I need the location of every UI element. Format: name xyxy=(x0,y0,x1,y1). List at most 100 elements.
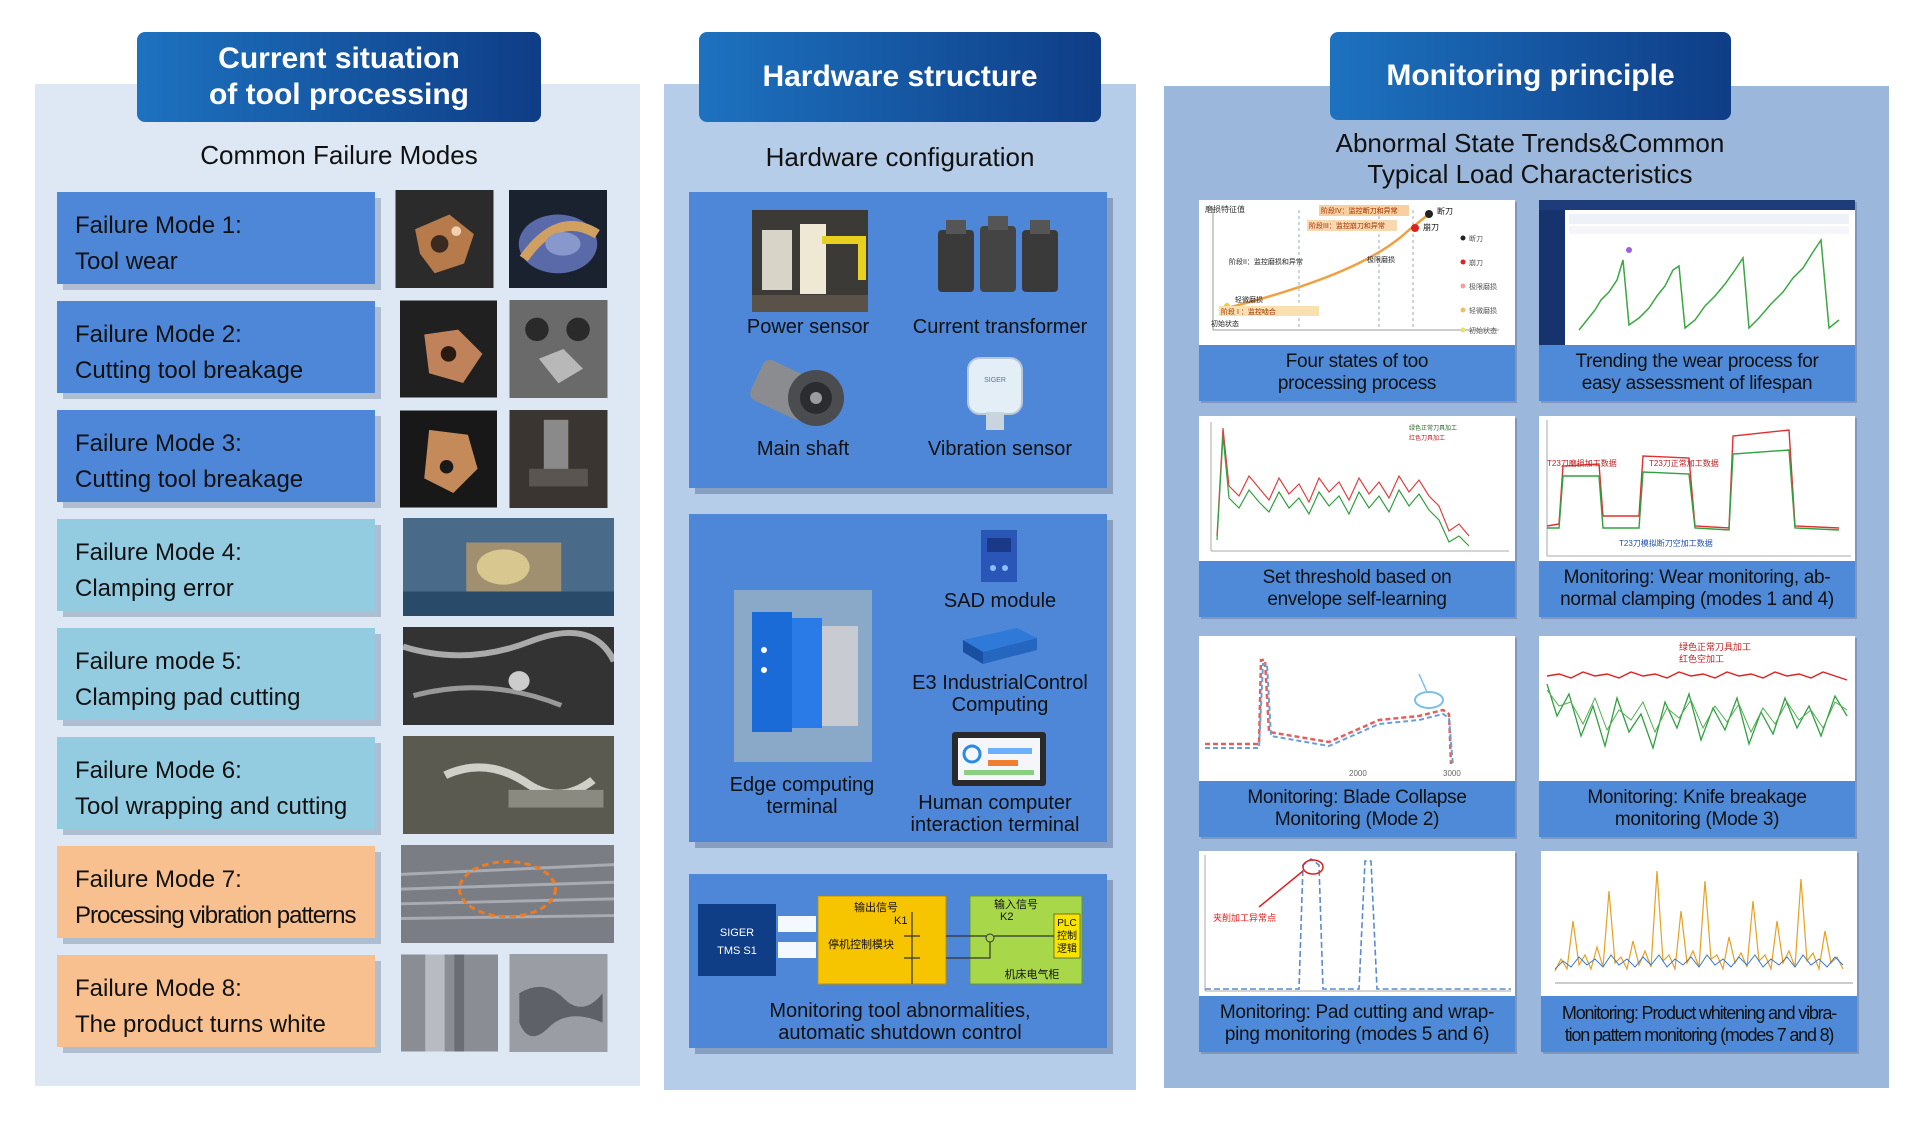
trending-wear-chart xyxy=(1539,200,1855,345)
plc-label-1: PLC xyxy=(1057,918,1076,929)
failure-mode-desc: Cutting tool breakage xyxy=(75,357,304,384)
legend-initial: 初始状态 xyxy=(1469,326,1497,335)
card-knife-breakage: 绿色正常刀具加工 红色空加工 Monitoring: Knife breakag… xyxy=(1539,636,1855,837)
legend-light-wear: 轻微磨损 xyxy=(1469,306,1497,315)
sad-module-label: SAD module xyxy=(943,590,1057,612)
chart1-ylabel: 磨损特征值 xyxy=(1205,204,1245,214)
product-white-photo-2 xyxy=(503,954,614,1052)
legend-limit-wear: 极限磨损 xyxy=(1469,282,1497,291)
power-sensor-image xyxy=(752,210,868,312)
plc-label-3: 逻辑 xyxy=(1057,942,1077,955)
chart5-tick-2000: 2000 xyxy=(1349,769,1367,778)
vibration-sensor-label: Vibration sensor xyxy=(927,438,1073,460)
failure-mode-title: Failure Mode 6: xyxy=(75,757,242,784)
tool-wrapping-photo xyxy=(403,736,614,834)
stage1-label: 阶段 I ：监控啮合 xyxy=(1221,307,1276,316)
blade-collapse-chart: 2000 3000 xyxy=(1199,636,1515,781)
failure-mode-4: Failure Mode 4:Clamping error xyxy=(57,519,375,611)
card-threshold-envelope: 绿色正常刀具加工 红色刀具加工 Set threshold based on e… xyxy=(1199,416,1515,617)
failure-mode-title: Failure Mode 7: xyxy=(75,866,242,893)
card-trending-wear: Trending the wear process for easy asses… xyxy=(1539,200,1855,401)
current-transformer-image xyxy=(932,216,1062,306)
breakage-photo-3 xyxy=(400,410,497,508)
stage2-label: 阶段II：监控磨损和异常 xyxy=(1229,257,1303,266)
knife-breakage-chart: 绿色正常刀具加工 红色空加工 xyxy=(1539,636,1855,781)
hci-terminal-label: Human computer interaction terminal xyxy=(910,792,1080,836)
failure-mode-desc: Tool wrapping and cutting xyxy=(75,793,348,820)
wear-monitoring-chart: T23刀磨损加工数据 T23刀正常加工数据 T23刀模拟断刀空加工数据 xyxy=(1539,416,1855,561)
plc-label-2: 控制 xyxy=(1057,929,1077,942)
panel2-title: Hardware structure xyxy=(699,32,1101,122)
failure-mode-7: Failure Mode 7: Processing vibration patt… xyxy=(57,846,375,938)
sad-module-image xyxy=(973,528,1025,584)
light-wear-label: 轻微磨损 xyxy=(1235,295,1263,304)
chart4-label3: T23刀模拟断刀空加工数据 xyxy=(1619,538,1713,548)
chart5-tick-3000: 3000 xyxy=(1443,769,1461,778)
chart6-legend-green: 绿色正常刀具加工 xyxy=(1679,641,1751,652)
failure-mode-title: Failure Mode 1: xyxy=(75,212,242,239)
failure-mode-desc: Clamping error xyxy=(75,575,234,602)
failure-mode-desc: Processing vibration patterns xyxy=(75,902,357,929)
failure-mode-desc: Cutting tool breakage xyxy=(75,466,304,493)
shutdown-caption: Monitoring tool abnormalities, automatic… xyxy=(769,1000,1031,1044)
card-four-states: 磨损特征值 阶段IV：监控断刀和异常 阶段III：监控崩刀和异常 断刀 崩刀 阶… xyxy=(1199,200,1515,401)
card-caption: Monitoring: Blade Collapse Monitoring (M… xyxy=(1199,781,1515,837)
clamping-error-photo xyxy=(403,518,614,616)
output-signal-label: 输出信号 xyxy=(854,900,898,914)
e3-computer-label: E3 IndustrialControl Computing xyxy=(912,672,1088,716)
whitening-vibration-chart xyxy=(1541,851,1857,996)
card-caption: Monitoring: Product whitening and vibra-… xyxy=(1541,996,1857,1052)
failure-mode-title: Failure Mode 8: xyxy=(75,975,242,1002)
k2-label: K2 xyxy=(1000,911,1013,923)
failure-mode-title: Failure Mode 2: xyxy=(75,321,242,348)
pad-cutting-chart: 夹削加工异常点 xyxy=(1199,851,1515,996)
panel3-subtitle: Abnormal State Trends&Common Typical Loa… xyxy=(1335,128,1725,189)
stage3-label: 阶段III：监控崩刀和异常 xyxy=(1309,221,1385,230)
card-blade-collapse: 2000 3000 Monitoring: Blade Collapse Mon… xyxy=(1199,636,1515,837)
svg-text:SIGER: SIGER xyxy=(984,377,1006,384)
chart3-legend-red: 红色刀具加工 xyxy=(1409,434,1445,442)
card-wear-monitoring: T23刀磨损加工数据 T23刀正常加工数据 T23刀模拟断刀空加工数据 Moni… xyxy=(1539,416,1855,617)
power-sensor-label: Power sensor xyxy=(746,316,870,338)
failure-mode-desc: The product turns white xyxy=(75,1011,326,1038)
panel2-subtitle: Hardware configuration xyxy=(765,142,1035,172)
main-shaft-image xyxy=(748,342,852,438)
main-shaft-label: Main shaft xyxy=(756,438,850,460)
failure-mode-6: Failure Mode 6: Tool wrapping and cutting xyxy=(57,737,375,829)
siger-label-2: TMS S1 xyxy=(717,945,757,957)
panel1-subtitle: Common Failure Modes xyxy=(200,140,478,170)
chart6-legend-red: 红色空加工 xyxy=(1679,653,1724,664)
card-product-whitening: Monitoring: Product whitening and vibra-… xyxy=(1541,851,1857,1052)
legend-break: 断刀 xyxy=(1469,234,1483,243)
breakage-photo-2 xyxy=(503,300,614,398)
four-states-chart: 磨损特征值 阶段IV：监控断刀和异常 阶段III：监控崩刀和异常 断刀 崩刀 阶… xyxy=(1199,200,1515,345)
siger-label-1: SIGER xyxy=(720,927,754,939)
card-caption: Monitoring: Wear monitoring, ab- normal … xyxy=(1539,561,1855,617)
chart4-label2: T23刀正常加工数据 xyxy=(1649,458,1719,468)
cabinet-label: 机床电气柜 xyxy=(1005,967,1060,981)
current-transformer-label: Current transformer xyxy=(912,316,1088,338)
edge-terminal-label: Edge computing terminal xyxy=(729,774,875,818)
failure-mode-5: Failure mode 5: Clamping pad cutting xyxy=(57,628,375,720)
legend-chip: 崩刀 xyxy=(1469,258,1483,267)
failure-mode-title: Failure mode 5: xyxy=(75,648,242,675)
failure-mode-1: Failure Mode 1:Tool wear xyxy=(57,192,375,284)
failure-mode-desc: Clamping pad cutting xyxy=(75,684,301,711)
card-caption: Set threshold based on envelope self-lea… xyxy=(1199,561,1515,617)
e3-computer-image xyxy=(957,622,1041,668)
card-caption: Monitoring: Pad cutting and wrap- ping m… xyxy=(1199,996,1515,1052)
input-signal-label: 输入信号 xyxy=(994,897,1038,911)
break-label: 断刀 xyxy=(1437,206,1453,216)
failure-mode-3: Failure Mode 3: Cutting tool breakage xyxy=(57,410,375,502)
stop-module-label: 停机控制模块 xyxy=(828,937,894,951)
tool-wear-photo-2 xyxy=(502,190,614,288)
failure-mode-title: Failure Mode 3: xyxy=(75,430,242,457)
threshold-envelope-chart: 绿色正常刀具加工 红色刀具加工 xyxy=(1199,416,1515,561)
limit-wear-label: 极限磨损 xyxy=(1367,255,1395,264)
chip-label: 崩刀 xyxy=(1423,222,1439,232)
card-pad-cutting: 夹削加工异常点 Monitoring: Pad cutting and wrap… xyxy=(1199,851,1515,1052)
failure-mode-2: Failure Mode 2: Cutting tool breakage xyxy=(57,301,375,393)
initial-label: 初始状态 xyxy=(1211,319,1239,328)
shutdown-circuit-diagram: SIGER TMS S1 输出信号 K1 停机控制模块 输入信号 K2 PLC … xyxy=(698,896,1084,996)
breakage-photo-4 xyxy=(503,410,614,508)
